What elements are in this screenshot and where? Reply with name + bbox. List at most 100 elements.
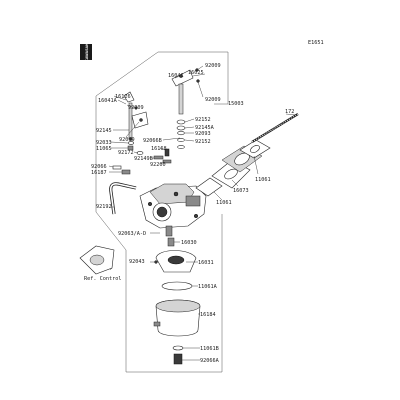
label-16184: 16184 <box>200 312 216 318</box>
stud-thread <box>251 113 299 143</box>
label-11061B: 11061B <box>200 346 219 352</box>
label-92009-mid: 92009 <box>128 105 144 111</box>
label-92172: 92172 <box>118 150 134 156</box>
seal-92145A <box>176 125 186 131</box>
carb-flange <box>185 195 201 207</box>
lead-92033 <box>110 141 129 144</box>
label-16031: 16031 <box>198 260 214 266</box>
float-bowl-rim <box>155 299 201 313</box>
carburetor-body <box>139 183 207 237</box>
intake-gasket-stack <box>195 139 271 197</box>
carb-bore-inner <box>156 206 168 218</box>
part-labels: 16041 16025 92009 92009 15003 16041A 161… <box>84 63 294 364</box>
lead-11061-m <box>213 191 223 201</box>
seal-92093-b <box>177 145 185 149</box>
assembly-frame <box>95 51 229 373</box>
gasket-11061-m <box>195 177 223 197</box>
fuel-hose-inner <box>109 183 137 215</box>
lead-16041 <box>174 74 183 79</box>
control-plate-hole <box>89 254 105 266</box>
diagram-id: E1651 <box>308 40 324 46</box>
label-ref-control: Ref. Control <box>84 276 121 282</box>
label-16073: 16073 <box>233 188 249 194</box>
lead-ref-control <box>109 267 113 271</box>
float-bowl-assembly <box>153 237 201 365</box>
seal-92152-a <box>176 119 186 125</box>
label-92009-top2: 92009 <box>205 97 221 103</box>
seal-92093-a <box>177 130 185 136</box>
lead-92009-low <box>125 121 140 138</box>
label-11061-r: 11061 <box>255 177 271 183</box>
screw-92066 <box>112 165 122 170</box>
kawasaki-logo: KAWASAKI <box>80 42 92 62</box>
frame-left-line <box>95 96 223 373</box>
float-hinge <box>167 255 185 265</box>
needle-16030 <box>167 237 175 247</box>
ref-control-plate <box>79 245 115 275</box>
lead-92172 <box>133 151 139 154</box>
label-92200: 92200 <box>150 162 166 168</box>
label-92152-b: 92152 <box>195 139 211 145</box>
label-92152-a: 92152 <box>195 117 211 123</box>
frame-top-line <box>95 51 229 104</box>
carb-screw-right <box>193 213 199 219</box>
seal-92152-b <box>177 138 185 142</box>
label-92093: 92093 <box>195 131 211 137</box>
screw-92009-top2 <box>196 79 200 83</box>
choke-lever-assembly <box>171 68 200 115</box>
gasket-11061-r-hole <box>250 145 260 153</box>
label-16126: 16126 <box>115 94 131 100</box>
lead-92200 <box>159 161 165 165</box>
choke-shaft <box>178 83 184 115</box>
needle-16168 <box>164 148 170 157</box>
gasket-16073-hole <box>224 168 238 180</box>
throttle-washer <box>129 137 133 141</box>
label-92063A: 92063/A-D <box>118 231 146 237</box>
bowl-tab <box>153 321 161 327</box>
pin-92043 <box>154 260 158 264</box>
lead-92009-top <box>196 65 204 71</box>
lead-16041A <box>117 99 127 105</box>
lead-92009-top2 <box>197 81 204 98</box>
lead-92145A <box>184 126 195 129</box>
seal-92033 <box>128 141 134 145</box>
label-92009-top: 92009 <box>205 63 221 69</box>
leader-lines <box>108 65 297 361</box>
label-16187: 16187 <box>91 170 107 176</box>
label-92145A: 92145A <box>195 125 215 131</box>
gasket-11061A <box>161 281 193 291</box>
label-92066B: 92066B <box>143 138 162 144</box>
label-16041: 16041 <box>168 73 184 79</box>
label-11061A: 11061A <box>198 284 218 290</box>
spring-92200 <box>162 159 172 164</box>
lead-172 <box>285 113 297 116</box>
lead-16073 <box>231 179 239 187</box>
throttle-lever-assembly <box>123 91 149 141</box>
label-15003: 15003 <box>228 101 244 107</box>
label-16030: 16030 <box>181 240 197 246</box>
carb-jet <box>173 191 179 197</box>
fuel-hose <box>109 182 137 215</box>
throttle-shaft-top <box>123 91 135 103</box>
label-92066A: 92066A <box>200 358 220 364</box>
throttle-lever-screw <box>139 118 143 122</box>
label-16025: 16025 <box>188 70 204 76</box>
lead-92152-b <box>184 139 195 142</box>
label-92149B: 92149B <box>134 156 153 162</box>
label-92033: 92033 <box>96 140 112 146</box>
logo-badge <box>80 44 92 60</box>
carb-drain <box>165 225 173 237</box>
gasket-11061B <box>172 345 184 351</box>
bolt-92066A <box>173 353 183 365</box>
spring-92172 <box>136 151 144 155</box>
spring-92149B <box>153 155 164 160</box>
label-172: 172 <box>285 109 294 115</box>
choke-lever <box>171 69 194 87</box>
lead-92066B <box>162 137 181 141</box>
lead-16168 <box>159 147 166 151</box>
carb-screw-left <box>147 201 153 207</box>
label-92009-low: 92009 <box>119 137 135 143</box>
stud-bolt-172 <box>251 113 299 143</box>
lead-92066 <box>108 165 114 168</box>
